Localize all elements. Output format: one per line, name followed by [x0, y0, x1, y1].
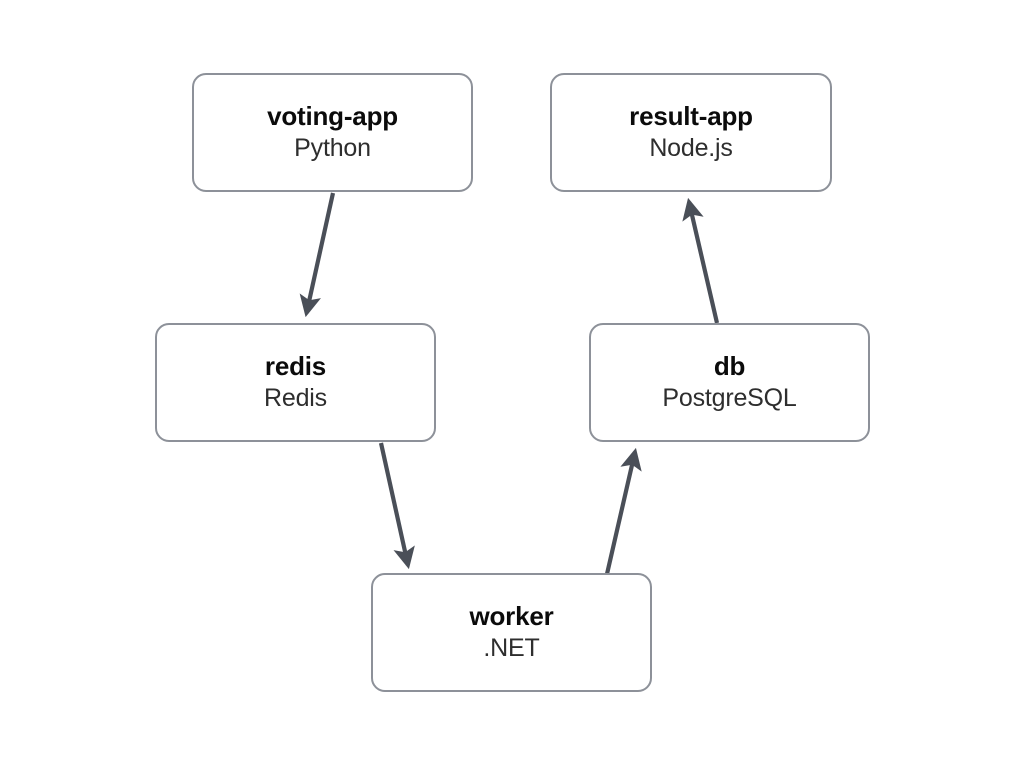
node-subtitle: Python — [294, 134, 371, 163]
node-subtitle: .NET — [483, 634, 540, 663]
node-db[interactable]: db PostgreSQL — [589, 323, 870, 442]
node-redis[interactable]: redis Redis — [155, 323, 436, 442]
edge-redis-to-worker — [378, 442, 415, 570]
node-title: worker — [469, 600, 554, 631]
node-title: voting-app — [267, 100, 398, 131]
edge-voting-app-to-redis — [299, 192, 336, 318]
edge-worker-to-db — [604, 447, 642, 575]
node-subtitle: Redis — [264, 384, 327, 413]
node-subtitle: Node.js — [649, 134, 733, 163]
node-title: db — [713, 350, 746, 381]
node-title: result-app — [629, 100, 753, 131]
node-subtitle: PostgreSQL — [662, 384, 797, 413]
node-title: redis — [264, 350, 327, 381]
edge-db-to-result-app — [682, 197, 720, 324]
node-worker[interactable]: worker .NET — [371, 573, 652, 692]
node-result-app[interactable]: result-app Node.js — [550, 73, 832, 192]
node-voting-app[interactable]: voting-app Python — [192, 73, 473, 192]
